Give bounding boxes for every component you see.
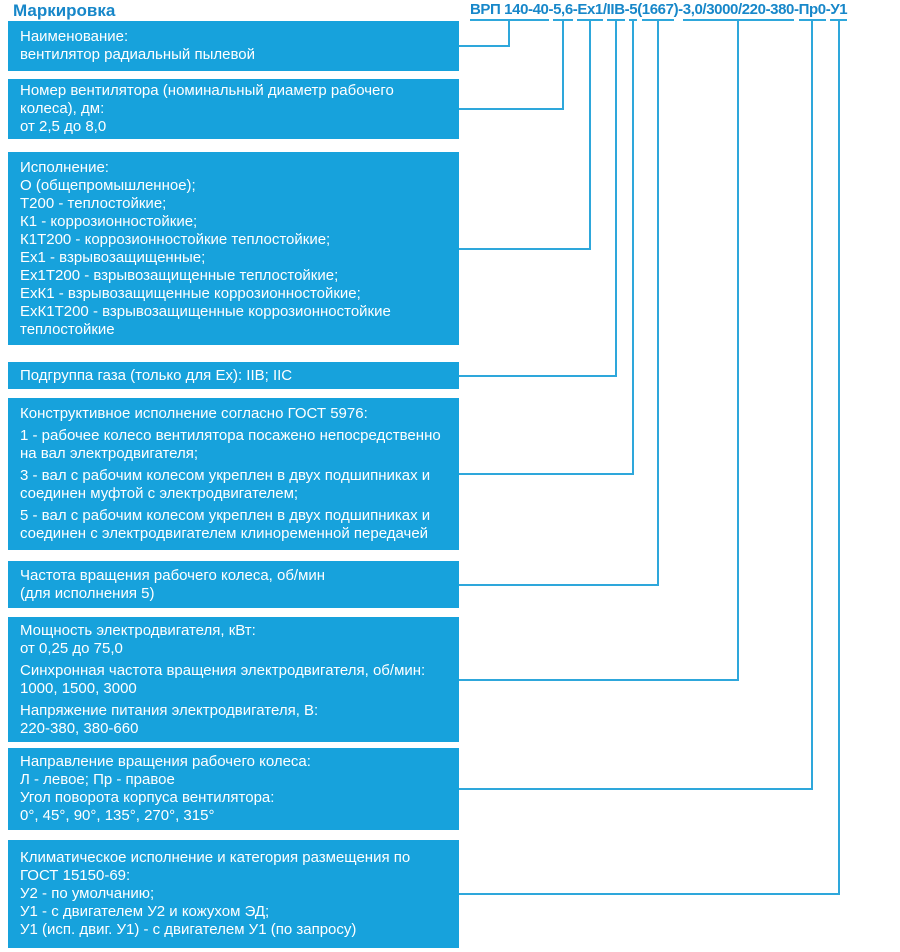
- box-line: 1000, 1500, 3000: [20, 679, 137, 697]
- connector-horizontal-line: [459, 679, 739, 681]
- box-line: К1 - коррозионностойкие;: [20, 212, 198, 230]
- connector-horizontal-line: [459, 375, 617, 377]
- connector-vertical-line: [838, 21, 840, 895]
- box-line: от 0,25 до 75,0: [20, 639, 123, 657]
- box-line: Ex1Т200 - взрывозащищенные теплостойкие;: [20, 266, 339, 284]
- code-separator: )-: [673, 1, 684, 18]
- code-separator: -: [572, 1, 578, 18]
- box-motor-power: Мощность электродвигателя, кВт: от 0,25 …: [8, 617, 459, 742]
- box-line: колеса), дм:: [20, 100, 105, 117]
- box-line: Синхронная частота вращения электродвига…: [20, 661, 426, 679]
- box-line: У1 (исп. двиг. У1) - с двигателем У1 (по…: [20, 921, 357, 938]
- code-segment-climatic: У1: [830, 2, 848, 21]
- code-separator: -: [825, 1, 831, 18]
- box-line: 1 - рабочее колесо вентилятора посажено …: [20, 427, 441, 444]
- box-impeller-speed: Частота вращения рабочего колеса, об/мин…: [8, 561, 459, 608]
- connector-vertical-line: [589, 21, 591, 250]
- box-line: Мощность электродвигателя, кВт:: [20, 621, 256, 639]
- code-separator: -: [548, 1, 554, 18]
- box-line: Л - левое; Пр - правое: [20, 771, 175, 788]
- box-climatic: Климатическое исполнение и категория раз…: [8, 840, 459, 948]
- box-line: Т200 - теплостойкие;: [20, 194, 167, 212]
- box-line: Подгруппа газа (только для Ex): IIB; IIC: [20, 366, 293, 384]
- code-segment-gas-subgroup: IIB: [606, 2, 625, 21]
- box-line: ExК1 - взрывозащищенные коррозионностойк…: [20, 284, 361, 302]
- box-line: (для исполнения 5): [20, 584, 155, 602]
- code-segment-power-voltage: 3,0/3000/220-380: [682, 2, 794, 21]
- box-line: Номер вентилятора (номинальный диаметр р…: [20, 82, 394, 99]
- connector-horizontal-line: [459, 788, 813, 790]
- box-line: 0°, 45°, 90°, 135°, 270°, 315°: [20, 807, 215, 824]
- box-line: Угол поворота корпуса вентилятора:: [20, 789, 275, 806]
- box-line: Конструктивное исполнение согласно ГОСТ …: [20, 405, 368, 422]
- box-line: О (общепромышленное);: [20, 176, 196, 194]
- code-separator: -: [624, 1, 630, 18]
- connector-vertical-line: [508, 21, 510, 47]
- box-rotation-direction: Направление вращения рабочего колеса: Л …: [8, 748, 459, 830]
- connector-vertical-line: [737, 21, 739, 681]
- code-separator: (: [637, 1, 642, 18]
- box-line: 3 - вал с рабочим колесом укреплен в дву…: [20, 467, 431, 484]
- connector-vertical-line: [615, 21, 617, 377]
- box-gas-subgroup: Подгруппа газа (только для Ex): IIB; IIC: [8, 362, 459, 389]
- box-line: ExК1Т200 - взрывозащищенные коррозионнос…: [20, 302, 391, 320]
- product-code: ВРП 140-40-5,6-Ex1/IIB-5(1667)-3,0/3000/…: [470, 1, 848, 21]
- code-segment-rotation: Пр0: [798, 2, 826, 21]
- code-segment-construction: 5: [629, 2, 638, 21]
- box-line: соединен с электродвигателем клиноременн…: [20, 525, 429, 542]
- connector-horizontal-line: [459, 248, 591, 250]
- connector-vertical-line: [657, 21, 659, 586]
- box-line: вентилятор радиальный пылевой: [20, 46, 255, 63]
- box-fan-number: Номер вентилятора (номинальный диаметр р…: [8, 79, 459, 139]
- code-separator: /: [602, 1, 607, 18]
- connector-vertical-line: [562, 21, 564, 110]
- connector-vertical-line: [632, 21, 634, 475]
- code-segment-size: 5,6: [553, 2, 573, 21]
- code-segment-series: ВРП 140-40: [470, 2, 549, 21]
- box-name: Наименование: вентилятор радиальный пыле…: [8, 21, 459, 71]
- box-line: Климатическое исполнение и категория раз…: [20, 849, 411, 866]
- box-line: на вал электродвигателя;: [20, 445, 199, 462]
- connector-horizontal-line: [459, 473, 634, 475]
- connector-horizontal-line: [459, 108, 564, 110]
- box-line: У2 - по умолчанию;: [20, 885, 155, 902]
- box-line: Направление вращения рабочего колеса:: [20, 753, 311, 770]
- code-segment-design: Ex1: [577, 2, 603, 21]
- page-title: Маркировка: [13, 1, 116, 20]
- box-line: ГОСТ 15150-69:: [20, 867, 131, 884]
- box-line: Наименование:: [20, 28, 129, 45]
- box-line: от 2,5 до 8,0: [20, 118, 107, 135]
- code-separator: -: [794, 1, 799, 18]
- box-line: соединен муфтой с электродвигателем;: [20, 485, 299, 502]
- connector-horizontal-line: [459, 45, 510, 47]
- box-construction: Конструктивное исполнение согласно ГОСТ …: [8, 398, 459, 550]
- box-line: У1 - с двигателем У2 и кожухом ЭД;: [20, 903, 270, 920]
- connector-horizontal-line: [459, 584, 659, 586]
- box-line: Ex1 - взрывозащищенные;: [20, 248, 206, 266]
- box-line: К1Т200 - коррозионностойкие теплостойкие…: [20, 230, 331, 248]
- code-segment-speed: 1667: [641, 2, 674, 21]
- box-line: теплостойкие: [20, 320, 115, 338]
- box-line: 5 - вал с рабочим колесом укреплен в дву…: [20, 507, 431, 524]
- connector-horizontal-line: [459, 893, 840, 895]
- box-line: Исполнение:: [20, 158, 109, 176]
- box-line: Частота вращения рабочего колеса, об/мин: [20, 566, 326, 584]
- box-line: Напряжение питания электродвигателя, В:: [20, 701, 319, 719]
- box-design-version: Исполнение: О (общепромышленное); Т200 -…: [8, 152, 459, 345]
- box-line: 220-380, 380-660: [20, 719, 139, 737]
- connector-vertical-line: [811, 21, 813, 790]
